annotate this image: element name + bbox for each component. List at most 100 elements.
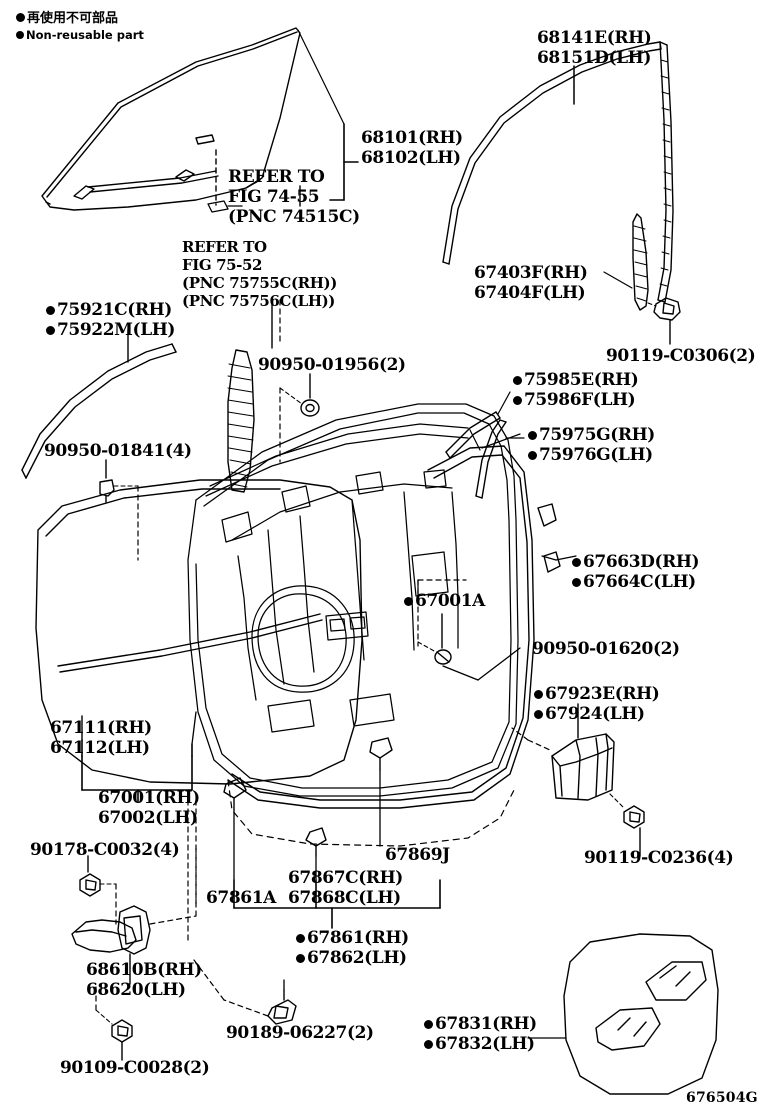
legend-jp-row: 再使用不可部品 xyxy=(16,10,144,27)
part-shape-belt-moulding xyxy=(21,343,177,479)
part-lh-row: 67664C(LH) xyxy=(572,572,699,592)
part-lh-row: 75922M(LH) xyxy=(46,320,175,340)
part-lh: 67002(LH) xyxy=(98,808,198,828)
ref-line1: REFER TO xyxy=(228,167,325,187)
part-lh: 68620(LH) xyxy=(86,980,186,1000)
part-shape-pad-67663D xyxy=(537,503,561,573)
label-seal-retainer: 67867C(RH) 67868C(LH) xyxy=(288,868,403,908)
part-rh: 67867C(RH) xyxy=(288,868,403,888)
ref-fig-74-55: REFER TO FIG 74-55 (PNC 74515C) xyxy=(228,167,360,227)
label-run-upper: 68141E(RH) 68151D(LH) xyxy=(537,28,652,68)
diagram-code: 676504G xyxy=(686,1090,758,1106)
part-shape-frame-moulding xyxy=(445,411,501,459)
ref-fig-75-52: REFER TO FIG 75-52 (PNC 75755C(RH)) (PNC… xyxy=(182,238,337,310)
label-fastener-90178-C0032: 90178-C0032(4) xyxy=(30,840,180,860)
part-lh: 68151D(LH) xyxy=(537,48,651,68)
bullet-icon xyxy=(528,451,537,460)
label-run-rear: 67403F(RH) 67404F(LH) xyxy=(474,263,588,303)
label-fastener-90109-C0028: 90109-C0028(2) xyxy=(60,1058,210,1078)
bullet-icon xyxy=(513,396,522,405)
fastener-90178-C0032 xyxy=(79,873,117,925)
part-rh: 67831(RH) xyxy=(435,1014,537,1034)
part-lh: 75922M(LH) xyxy=(57,320,176,340)
bullet-icon xyxy=(528,431,537,440)
ref-line2: FIG 75-52 xyxy=(182,256,263,274)
part-rh-row: 67923E(RH) xyxy=(534,684,660,704)
part-rh: 75985E(RH) xyxy=(524,370,639,390)
fastener-90950-01841 xyxy=(99,479,139,561)
part-rh: 75975G(RH) xyxy=(539,425,655,445)
bullet-icon xyxy=(16,31,24,39)
label-fastener-90950-01956: 90950-01956(2) xyxy=(258,355,406,375)
bullet-icon xyxy=(572,558,581,567)
bullet-icon xyxy=(404,597,413,606)
ref-line1: REFER TO xyxy=(182,238,267,256)
label-weatherstrip-d: 67861(RH) 67862(LH) xyxy=(296,928,409,968)
part-lh-row: 75976G(LH) xyxy=(528,445,655,465)
bullet-icon xyxy=(16,13,25,22)
part-rh: 68101(RH) xyxy=(361,128,463,148)
ref-line3: (PNC 75755C(RH)) xyxy=(182,274,337,292)
label-clip-67869J: 67869J xyxy=(385,845,450,865)
label-lower-cover: 67923E(RH) 67924(LH) xyxy=(534,684,660,724)
part-lh: 75976G(LH) xyxy=(539,445,653,465)
part-lh: 67862(LH) xyxy=(307,948,407,968)
legend-jp-text: 再使用不可部品 xyxy=(27,11,119,26)
label-fastener-90950-01620: 90950-01620(2) xyxy=(532,639,680,659)
part-rh: 67001(RH) xyxy=(98,788,200,808)
label-fastener-90119-C0236: 90119-C0236(4) xyxy=(584,848,734,868)
part-lh: 75986F(LH) xyxy=(524,390,636,410)
part-shape-door-inner-structure xyxy=(187,403,519,797)
label-door-glass: 68101(RH) 68102(LH) xyxy=(361,128,463,168)
part-rh: 68141E(RH) xyxy=(537,28,652,48)
bullet-icon xyxy=(513,376,522,385)
part-shape-door-check xyxy=(71,905,151,969)
bullet-icon xyxy=(296,954,305,963)
part-rh: 67111(RH) xyxy=(50,718,152,738)
label-door-panel-sub: 67111(RH) 67112(LH) xyxy=(50,718,152,758)
part-shape-lower-cover xyxy=(551,733,615,801)
ref-line4: (PNC 75756C(LH)) xyxy=(182,292,335,310)
fastener-90189-06227 xyxy=(267,989,297,1025)
part-rh-row: 75975G(RH) xyxy=(528,425,655,445)
part-rh-row: 75985E(RH) xyxy=(513,370,639,390)
fastener-90119-C0306 xyxy=(647,297,681,321)
part-shape-service-hole-cover xyxy=(563,933,719,1095)
part-lh: 67832(LH) xyxy=(435,1034,535,1054)
part-lh-row: 67832(LH) xyxy=(424,1034,537,1054)
bullet-icon xyxy=(424,1040,433,1049)
label-weatherstrip-b: 67663D(RH) 67664C(LH) xyxy=(572,552,700,592)
leader-bracket-weatherstrip xyxy=(233,879,441,929)
bullet-icon xyxy=(572,578,581,587)
part-shape-run-rear xyxy=(632,213,649,311)
part-shape-weatherstrip-door xyxy=(227,445,535,809)
label-door-panel: 67001(RH) 67002(LH) xyxy=(98,788,200,828)
part-shape-retainer-67867C xyxy=(369,737,393,771)
part-shape-division-bar xyxy=(227,349,255,493)
bullet-icon xyxy=(46,326,55,335)
label-belt-moulding: 75921C(RH) 75922M(LH) xyxy=(46,300,175,340)
part-rh-row: 67831(RH) xyxy=(424,1014,537,1034)
part-lh: 68102(LH) xyxy=(361,148,461,168)
legend-en-row: Non-reusable part xyxy=(16,27,144,43)
label-clip-67001A: 67001A xyxy=(404,591,485,611)
label-door-check: 68610B(RH) 68620(LH) xyxy=(86,960,202,1000)
label-clip-67861A: 67861A xyxy=(206,888,276,908)
part-lh-row: 67862(LH) xyxy=(296,948,409,968)
label-fastener-90189-06227: 90189-06227(2) xyxy=(226,1023,374,1043)
bullet-icon xyxy=(424,1020,433,1029)
part-lh: 67404F(LH) xyxy=(474,283,586,303)
part-rh: 67923E(RH) xyxy=(545,684,660,704)
label-frame-moulding: 75985E(RH) 75986F(LH) xyxy=(513,370,639,410)
part-lh: 67664C(LH) xyxy=(583,572,696,592)
legend: 再使用不可部品 Non-reusable part xyxy=(16,10,144,43)
ref-line2: FIG 74-55 xyxy=(228,187,320,207)
part-lh-row: 67924(LH) xyxy=(534,704,659,724)
leader-bracket-door-panel xyxy=(81,739,193,803)
part-lh: 67868C(LH) xyxy=(288,888,401,908)
fastener-90109-C0028 xyxy=(95,985,133,1043)
part-rh: 68610B(RH) xyxy=(86,960,202,980)
label-sash-moulding: 75975G(RH) 75976G(LH) xyxy=(528,425,655,465)
